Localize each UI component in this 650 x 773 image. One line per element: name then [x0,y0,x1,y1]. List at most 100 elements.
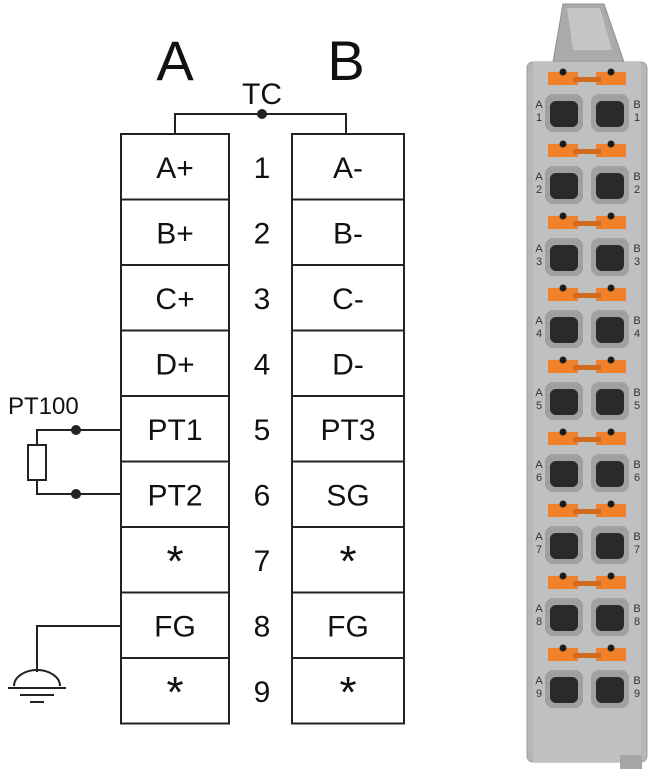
wire-hole-a [550,245,578,271]
wire-hole-a [550,101,578,127]
lever-bridge [573,149,601,154]
release-lever [596,648,626,661]
lever-bridge [573,437,601,442]
ground-wire [36,625,121,672]
tc-junction-dot [257,109,267,119]
side-marking-a: A [535,603,543,615]
side-marking-a: A [535,675,543,687]
lever-dot [607,212,615,220]
side-marking-b: B [633,603,640,615]
side-marking-a: A [535,99,543,111]
terminal-b-label: A- [333,152,363,185]
wire-hole-b [596,677,624,703]
terminal-a-label: B+ [156,217,194,250]
side-marking-a-num: 6 [536,472,542,484]
terminal-a-cell [120,526,230,594]
side-marking-a-num: 3 [536,256,542,268]
side-marking-b-num: 1 [634,112,640,124]
terminal-a-label: C+ [155,283,194,316]
terminal-b-label: FG [327,610,369,643]
wire-hole-b [596,101,624,127]
side-marking-b: B [633,531,640,543]
lever-dot [559,68,567,76]
side-marking-a: A [535,315,543,327]
lever-bridge [573,293,601,298]
side-marking-a: A [535,243,543,255]
lever-dot [607,140,615,148]
connector-latch-face [567,8,612,50]
terminal-b-label: SG [326,479,369,512]
side-marking-a: A [535,459,543,471]
release-lever [596,288,626,301]
terminal-b-cell [291,657,405,725]
release-lever [596,504,626,517]
side-marking-a-num: 1 [536,112,542,124]
wire-hole-b [596,245,624,271]
release-lever [548,576,578,589]
wire-hole-b [596,317,624,343]
wire-hole-a [550,461,578,487]
release-lever [548,432,578,445]
side-marking-b-num: 9 [634,688,640,700]
side-marking-b-num: 3 [634,256,640,268]
terminal-number: 7 [254,545,271,578]
column-b-header: B [327,29,364,92]
terminal-b-label: C- [332,283,364,316]
lever-dot [559,500,567,508]
side-marking-b-num: 8 [634,616,640,628]
lever-dot [559,140,567,148]
release-lever [548,144,578,157]
release-lever [596,432,626,445]
side-marking-a-num: 2 [536,184,542,196]
lever-dot [607,284,615,292]
terminal-number: 4 [254,348,271,381]
side-marking-b-num: 6 [634,472,640,484]
terminal-number: 1 [254,152,271,185]
tc-label: TC [242,78,282,111]
terminal-b-cell [291,460,405,528]
lever-bridge [573,221,601,226]
terminal-b-cell [291,395,405,463]
terminal-number: 5 [254,414,271,447]
terminal-b-label: B- [333,217,363,250]
lever-dot [559,428,567,436]
terminal-a-label: D+ [155,348,194,381]
side-marking-a-num: 8 [536,616,542,628]
release-lever [596,576,626,589]
terminal-b-cell [291,264,405,332]
lever-dot [607,68,615,76]
side-marking-b-num: 5 [634,400,640,412]
side-marking-a: A [535,531,543,543]
side-marking-a: A [535,171,543,183]
side-marking-b-num: 2 [634,184,640,196]
lever-dot [559,284,567,292]
wire-hole-a [550,677,578,703]
wire-hole-b [596,605,624,631]
lever-dot [559,356,567,364]
terminal-b-cell [291,198,405,266]
side-marking-a: A [535,387,543,399]
side-marking-a-num: 7 [536,544,542,556]
lever-bridge [573,365,601,370]
side-marking-a-num: 4 [536,328,542,340]
column-a-header: A [156,29,194,92]
side-marking-b: B [633,99,640,111]
terminal-a-label: FG [154,610,196,643]
side-marking-b-num: 7 [634,544,640,556]
terminal-number: 8 [254,610,271,643]
ground-icon [8,669,66,703]
pt1-junction-dot [71,425,81,435]
terminal-a-label: PT1 [147,414,202,447]
terminal-a-label: PT2 [147,479,202,512]
release-lever [596,72,626,85]
release-lever [596,216,626,229]
side-marking-b: B [633,387,640,399]
wire-hole-a [550,317,578,343]
release-lever [548,360,578,373]
lever-dot [559,572,567,580]
lever-dot [607,356,615,364]
